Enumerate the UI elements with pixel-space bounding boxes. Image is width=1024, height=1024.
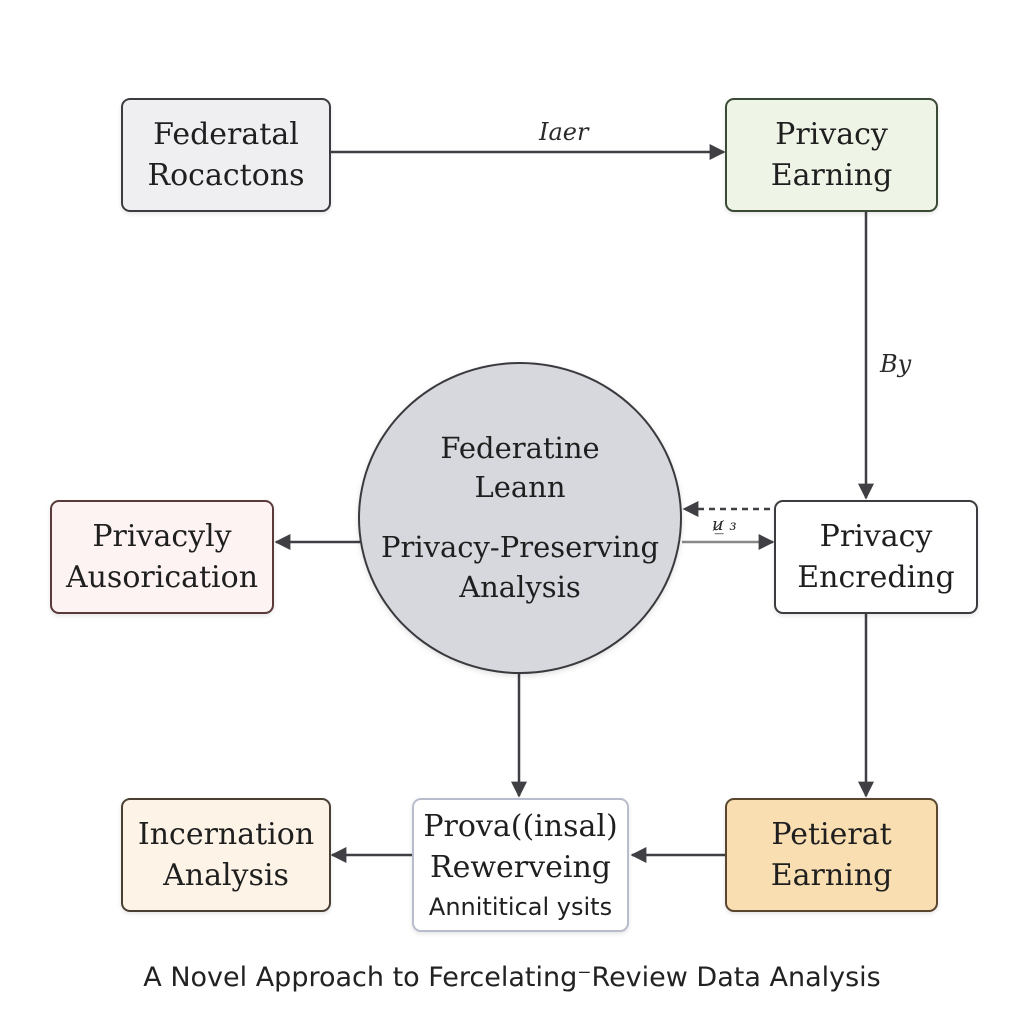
node-privacy-earning-top: Privacy Earning	[725, 98, 938, 212]
node-label-line-1: Privacy	[775, 116, 888, 152]
node-label-line-2: Rocactons	[147, 158, 305, 193]
node-label-line-1: Privacy	[819, 518, 933, 554]
node-label-line-1: Petierat	[771, 816, 892, 852]
node-label-line-2: Encreding	[797, 560, 955, 595]
node-label-line-2: Earning	[770, 158, 893, 193]
center-title-line-2: Leann	[474, 470, 566, 505]
node-label-line-2: Earning	[770, 858, 893, 893]
node-label-line-1: Privacyly	[92, 518, 232, 554]
node-label-line-2: Rewerveing	[430, 850, 611, 886]
node-petierat-earning: Petierat Earning	[725, 798, 938, 912]
node-incernation-analysis: Incernation Analysis	[121, 798, 331, 912]
center-subtitle-line-1: Privacy-Preserving	[380, 530, 660, 564]
node-label-line-1: Prova((insal)	[423, 808, 618, 844]
node-privacy-encreding: Privacy Encreding	[774, 500, 978, 614]
center-title-line-1: Federatine	[440, 430, 600, 465]
node-label-line-2: Ausorication	[65, 560, 259, 595]
edge-label-top: Iaer	[539, 118, 589, 146]
node-center-circle: Federatine Leann Privacy-Preserving Anal…	[358, 362, 682, 674]
node-federatal-rocactons: Federatal Rocactons	[121, 98, 331, 212]
node-label-line-2: Analysis	[163, 858, 289, 893]
diagram-caption: A Novel Approach to Fercelating⁻Review D…	[143, 962, 881, 993]
edge-label-middle: u̷̲ ₃	[712, 514, 737, 535]
center-subtitle-line-2: Analysis	[459, 569, 581, 604]
node-label-line-1: Incernation	[137, 816, 315, 852]
edge-label-right: By	[880, 350, 912, 378]
node-privacyly-ausorication: Privacyly Ausorication	[50, 500, 274, 614]
node-label-line-1: Federatal	[153, 116, 299, 152]
node-prova-rewerveing: Prova((insal) Rewerveing Annititical ysi…	[412, 798, 629, 932]
node-note: Annititical ysits	[428, 892, 613, 921]
